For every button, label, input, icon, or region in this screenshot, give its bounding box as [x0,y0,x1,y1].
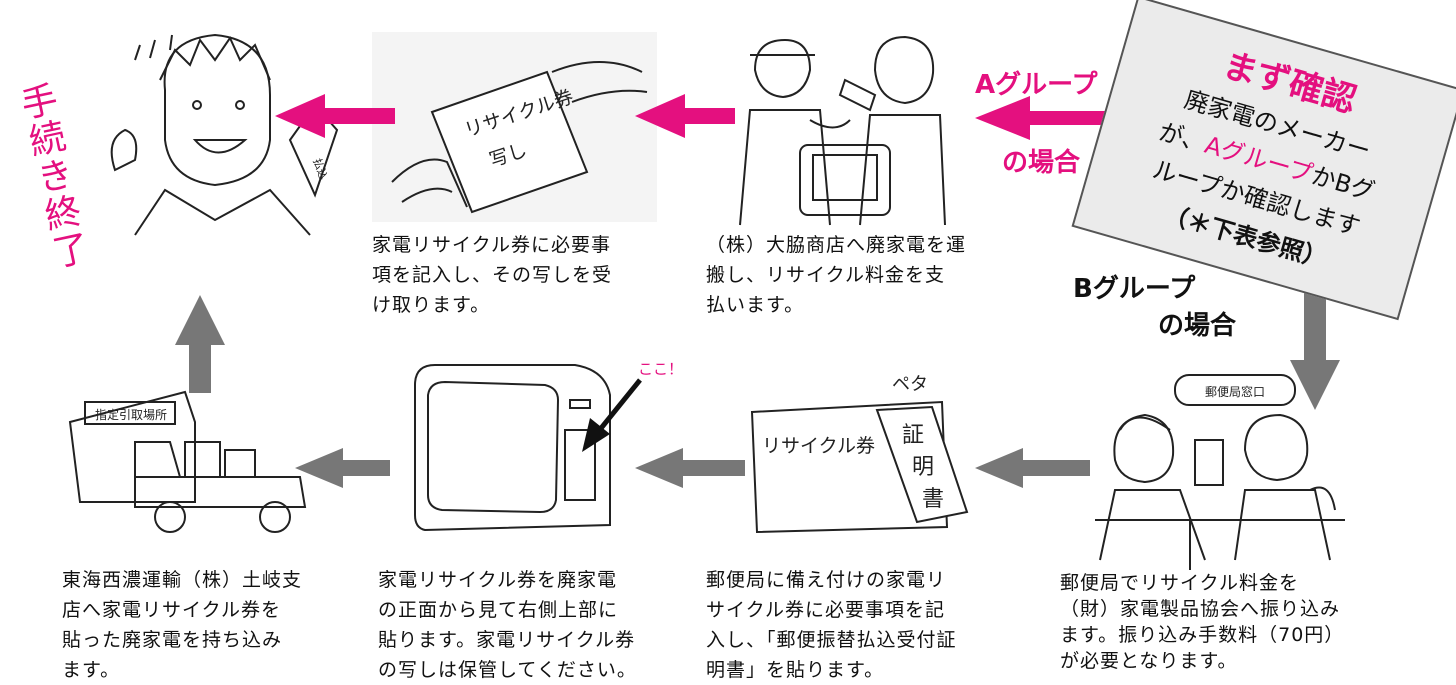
arrow-gray-1 [975,448,1090,488]
certificate-char-1: 証 [902,423,924,448]
person-finished-illustration: 払込 [110,33,339,236]
certificate-char-3: 書 [922,487,944,512]
ticket-copy-illustration: リサイクル券 写し [372,32,657,222]
here-label: ここ！ [638,360,684,378]
step-a2-caption: 家電リサイクル券に必要事 項を記入し、その写しを受 け取ります。 [372,234,613,316]
black-pointer-arrow [582,378,642,452]
ticket-label: リサイクル券 [762,435,875,457]
sticky-sound-text: ペタ [892,374,928,395]
a-group-case-label: の場合 [1002,148,1081,178]
arrow-pink-3 [275,94,395,138]
tv-with-ticket-illustration [414,364,611,532]
step-b2-caption: 郵便局に備え付けの家電リ サイクル券に必要事項を記 入し、「郵便振替払込受付証 … [706,569,957,681]
arrow-pink-a-group [975,96,1165,140]
truck-depot-illustration: 指定引取場所 [68,390,307,533]
step-b3-caption: 家電リサイクル券を廃家電 の正面から見て右側上部に 貼ります。家電リサイクル券 … [378,569,637,681]
b-group-case-label: の場合 [1158,311,1237,341]
arrow-gray-b-group-down [1290,278,1340,410]
depot-sign-text: 指定引取場所 [95,407,167,422]
certificate-char-2: 明 [912,455,934,480]
arrow-gray-2 [635,448,745,488]
shop-payment-illustration [739,35,946,226]
post-office-illustration: 郵便局窓口 [1095,374,1345,570]
ticket-with-certificate-illustration: リサイクル券 ペタ 証 明 書 [750,374,969,534]
procedure-complete-label: 手続き終了 [12,79,92,274]
a-group-label: Aグループ [975,70,1098,100]
step-b1-caption: 郵便局でリサイクル料金を （財）家電製品協会へ振り込み ます。振り込み手数料（7… [1060,572,1345,672]
b-group-label: Bグループ [1073,274,1196,304]
arrow-pink-2 [635,94,735,138]
arrow-gray-up [175,295,225,393]
step-b4-caption: 東海西濃運輸（株）土岐支 店へ家電リサイクル券を 貼った廃家電を持ち込み ます。 [62,569,303,681]
arrow-gray-3 [295,448,390,488]
step-a1-caption: （株）大脇商店へ廃家電を運 搬し、リサイクル料金を支 払います。 [706,234,967,316]
post-office-sign-text: 郵便局窓口 [1205,384,1265,399]
